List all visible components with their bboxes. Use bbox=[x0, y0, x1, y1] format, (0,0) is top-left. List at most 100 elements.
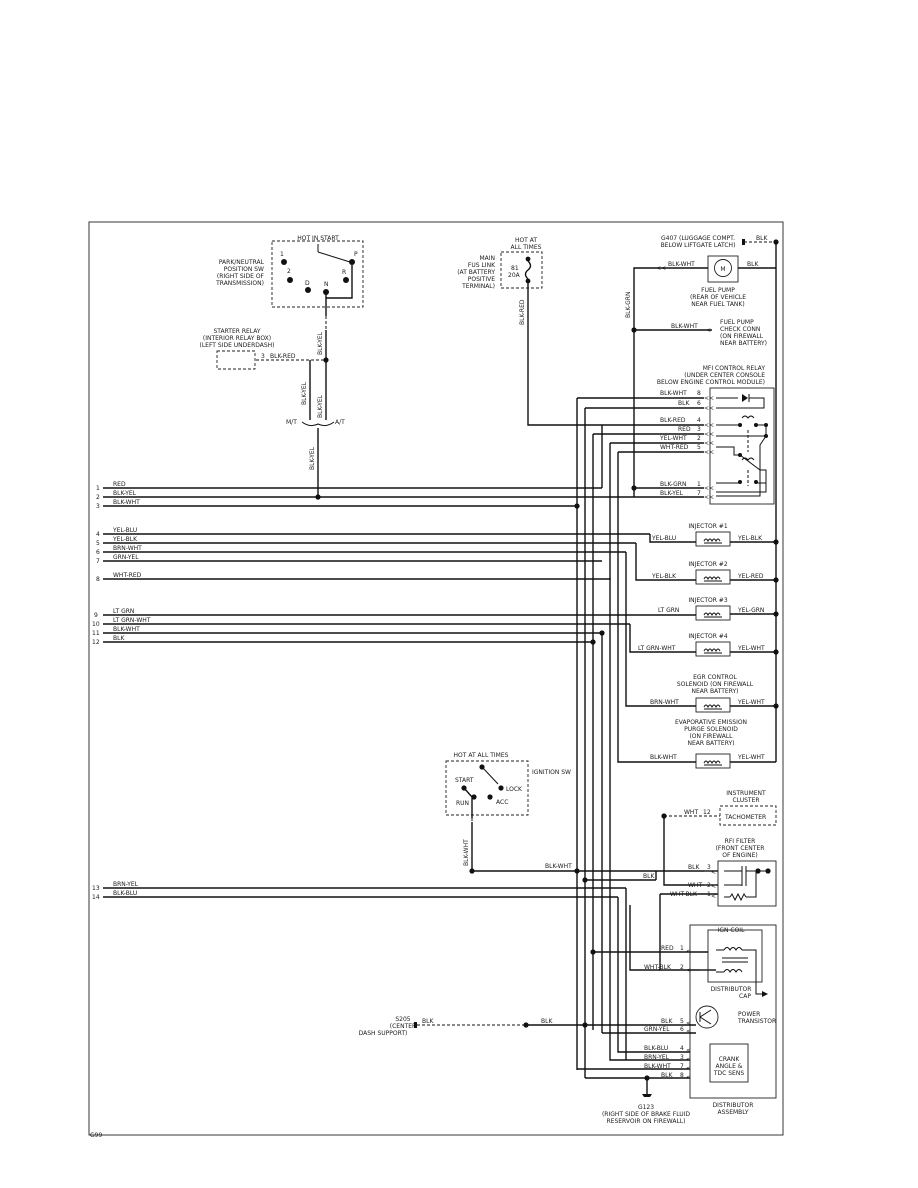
fuel-pump-conn-arrow: << bbox=[656, 265, 666, 272]
egr-left-wire: BRN-WHT bbox=[650, 699, 679, 706]
ground-g123: G123 (RIGHT SIDE OF BRAKE FLUID RESERVOI… bbox=[602, 1104, 690, 1125]
term-6-wire: BRN-WHT bbox=[113, 545, 142, 552]
term-11-wire: BLK-WHT bbox=[113, 626, 140, 633]
egr-solenoid: EGR CONTROL SOLENOID (ON FIREWALL NEAR B… bbox=[650, 674, 765, 713]
park-neutral-name-2: POSITION SW bbox=[224, 266, 264, 273]
mfi-pin7-wire: BLK-YEL bbox=[660, 490, 684, 497]
ign-sw-hot-label: HOT AT ALL TIMES bbox=[454, 752, 509, 759]
mfi-pin4: 4 bbox=[697, 417, 701, 424]
injector-1-name: INJECTOR #1 bbox=[688, 523, 727, 530]
mfi-pin8-wire: BLK-WHT bbox=[660, 390, 687, 397]
svg-text:<<: << bbox=[704, 485, 714, 492]
evap-name-3: (ON FIREWALL bbox=[689, 733, 733, 740]
g407-name-2: BELOW LIFTGATE LATCH) bbox=[661, 242, 736, 249]
injector-1-left-wire: YEL-BLU bbox=[651, 535, 676, 542]
mfi-pin2: 2 bbox=[697, 435, 701, 442]
dist-pin6-wire: GRN-YEL bbox=[644, 1026, 670, 1033]
dist-pin8: 8 bbox=[680, 1072, 684, 1079]
mfi-pin3-wire: RED bbox=[678, 426, 691, 433]
fuel-pump-check-conn: BLK-WHT < FUEL PUMP CHECK CONN (ON FIREW… bbox=[634, 319, 767, 347]
dist-pin4: 4 bbox=[680, 1045, 684, 1052]
term-4: 4 bbox=[96, 531, 100, 538]
egr-name-1: EGR CONTROL bbox=[693, 674, 737, 681]
starter-relay-name-1: STARTER RELAY bbox=[213, 328, 260, 335]
evap-purge-solenoid: EVAPORATIVE EMISSION PURGE SOLENOID (ON … bbox=[650, 719, 765, 769]
pos-1: 1 bbox=[280, 251, 284, 258]
starter-relay-wire: BLK-RED bbox=[270, 353, 296, 360]
s205-wire-2: BLK bbox=[541, 1018, 553, 1025]
label-ign-blk-wht: BLK-WHT bbox=[545, 863, 572, 870]
starter-relay-name-2: (INTERIOR RELAY BOX) bbox=[203, 335, 271, 342]
evap-right-wire: YEL-WHT bbox=[737, 754, 765, 761]
term-9-wire: LT GRN bbox=[113, 608, 134, 615]
dist-pin2: 2 bbox=[680, 964, 684, 971]
rfi-filter: RFI FILTER (FRONT CENTER OF ENGINE) BLK … bbox=[670, 838, 777, 907]
svg-text:<<: << bbox=[704, 431, 714, 438]
injector-2-right-wire: YEL-RED bbox=[737, 573, 764, 580]
label-at: A/T bbox=[335, 419, 345, 426]
term-12-wire: BLK bbox=[113, 635, 125, 642]
dist-pin1: 1 bbox=[680, 945, 684, 952]
term-3: 3 bbox=[96, 503, 100, 510]
ground-s205: S205 (CENTER DASH SUPPORT) BLK BLK bbox=[359, 1016, 554, 1037]
dist-pin7-wire: BLK-WHT bbox=[644, 1063, 671, 1070]
starter-relay-pin: 3 bbox=[261, 353, 265, 360]
cluster-name-2: CLUSTER bbox=[732, 797, 759, 804]
fuel-pump-check-name-1: FUEL PUMP bbox=[720, 319, 754, 326]
mfi-relay-name-2: (UNDER CENTER CONSOLE bbox=[684, 372, 765, 379]
ign-pos-acc: ACC bbox=[496, 799, 508, 806]
ign-sw-name: IGNITION SW bbox=[532, 769, 571, 776]
injector-2-name: INJECTOR #2 bbox=[688, 561, 727, 568]
wire-blk-red-fuse bbox=[527, 283, 602, 426]
term-7: 7 bbox=[96, 558, 100, 565]
term-12: 12 bbox=[92, 639, 100, 646]
injector-2-left-wire: YEL-BLK bbox=[651, 573, 677, 580]
term-10: 10 bbox=[92, 621, 100, 628]
pos-d: D bbox=[305, 280, 310, 287]
g407-name-1: G407 (LUGGAGE COMPT. bbox=[661, 235, 735, 242]
term-3-wire: BLK-WHT bbox=[113, 499, 140, 506]
rfi-pin2-wire: WHT bbox=[688, 882, 702, 889]
main-fuse-name-4: POSITIVE bbox=[468, 276, 495, 283]
sensor-label-3: TDC SENS bbox=[713, 1070, 744, 1077]
mfi-pin7: 7 bbox=[697, 490, 701, 497]
distributor-assembly: IGN COIL DISTRIBUTOR CAP POWER TRANSISTO… bbox=[689, 924, 777, 1116]
injector-4-name: INJECTOR #4 bbox=[688, 633, 727, 640]
svg-text:<: < bbox=[686, 1047, 691, 1054]
svg-text:<<: << bbox=[704, 440, 714, 447]
starter-relay: STARTER RELAY (INTERIOR RELAY BOX) (LEFT… bbox=[199, 328, 326, 370]
main-fuse-name-5: TERMINAL) bbox=[461, 283, 495, 290]
label-ign-blk-wht-vert: BLK-WHT bbox=[463, 839, 470, 866]
injector-4: INJECTOR #4 LT GRN-WHT YEL-WHT bbox=[638, 633, 765, 657]
dist-pin5-wire: BLK bbox=[661, 1018, 673, 1025]
fuel-pump-check-arrow: < bbox=[706, 327, 711, 334]
svg-text:<: < bbox=[686, 1020, 691, 1027]
ign-coil-label: IGN COIL bbox=[718, 927, 745, 934]
mfi-pin5-wire: WHT-RED bbox=[660, 444, 689, 451]
instrument-cluster: INSTRUMENT CLUSTER TACHOMETER WHT 12 bbox=[684, 790, 777, 826]
fuel-pump-blk-wht-wire: BLK-WHT bbox=[668, 261, 695, 268]
cap-label-2: CAP bbox=[739, 993, 751, 1000]
left-terminals: 1 RED 2 BLK-YEL 3 BLK-WHT 4 YEL-BLU 5 YE… bbox=[92, 481, 151, 901]
fuel-pump-check-name-4: NEAR BATTERY) bbox=[720, 340, 767, 347]
ground-g407: G407 (LUGGAGE COMPT. BELOW LIFTGATE LATC… bbox=[661, 235, 779, 249]
injector-4-left-wire: LT GRN-WHT bbox=[638, 645, 676, 652]
svg-text:<<: << bbox=[704, 449, 714, 456]
label-blk-yel-2: BLK-YEL bbox=[309, 446, 316, 470]
term-7-wire: GRN-YEL bbox=[113, 554, 139, 561]
term-11: 11 bbox=[92, 630, 100, 637]
dist-pin3: 3 bbox=[680, 1054, 684, 1061]
pos-r: R bbox=[342, 269, 346, 276]
term-14: 14 bbox=[92, 894, 100, 901]
sensor-label-1: CRANK bbox=[719, 1056, 741, 1063]
egr-right-wire: YEL-WHT bbox=[737, 699, 765, 706]
ignition-switch: HOT AT ALL TIMES IGNITION SW START LOCK … bbox=[445, 752, 571, 818]
svg-text:<: < bbox=[711, 883, 716, 890]
term-2-wire: BLK-YEL bbox=[113, 490, 137, 497]
mfi-pin4-wire: BLK-RED bbox=[660, 417, 686, 424]
evap-name-1: EVAPORATIVE EMISSION bbox=[675, 719, 747, 726]
g123-name-3: RESERVOIR ON FIREWALL) bbox=[606, 1118, 685, 1125]
s205-name-2: (CENTER bbox=[390, 1023, 416, 1030]
frame-id: G99 bbox=[90, 1132, 102, 1139]
